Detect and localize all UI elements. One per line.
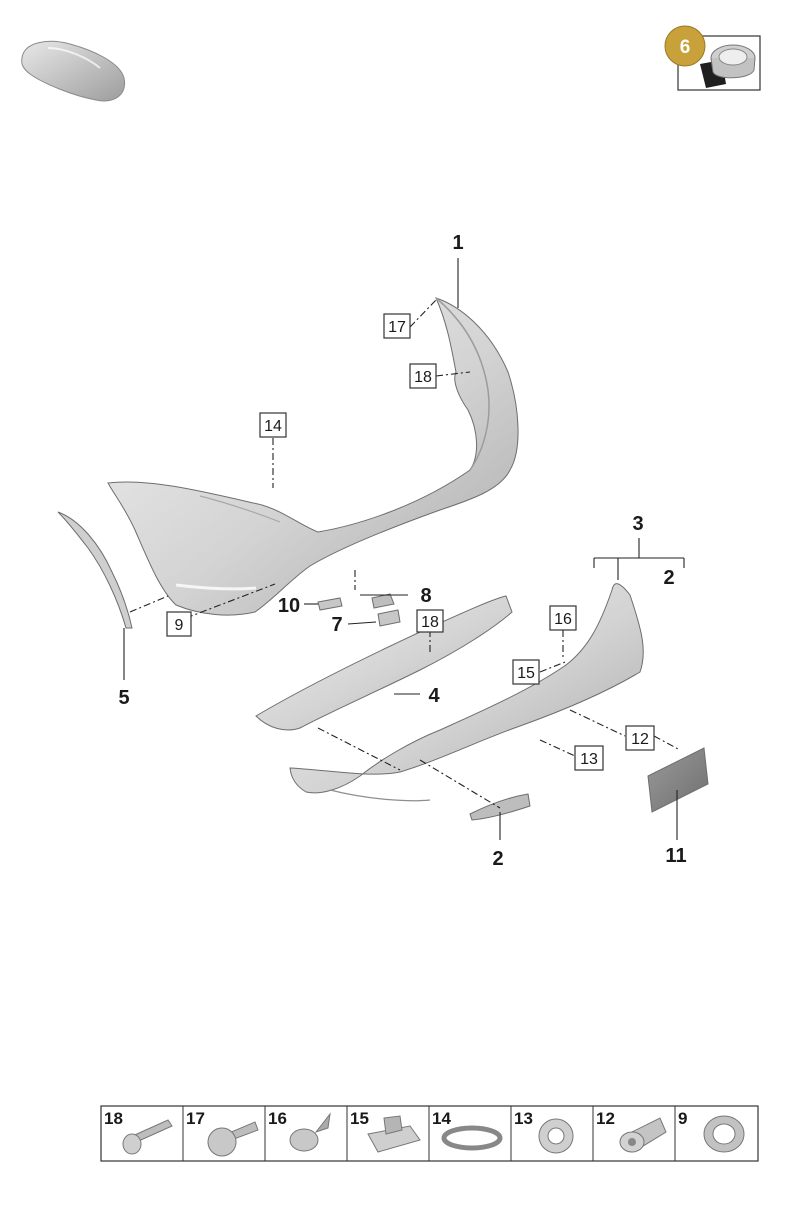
part-reflector[interactable] xyxy=(469,793,531,821)
part-bumper-cover[interactable] xyxy=(107,297,519,616)
retainer-ring-icon xyxy=(441,1125,503,1151)
callout-15-label: 15 xyxy=(517,665,535,682)
legend-number: 9 xyxy=(678,1109,687,1128)
grommet-icon xyxy=(703,1115,745,1153)
callout-18-lower-label: 18 xyxy=(421,614,439,631)
callout-2-lower[interactable]: 2 xyxy=(492,848,503,870)
legend-cell[interactable]: 14 xyxy=(432,1109,503,1151)
legend-number: 16 xyxy=(268,1109,287,1128)
callout-12-label: 12 xyxy=(631,731,649,748)
legend-cell[interactable]: 15 xyxy=(350,1109,421,1153)
callout-12[interactable]: 12 xyxy=(625,725,655,751)
toothed-washer-icon xyxy=(538,1118,574,1154)
callout-13[interactable]: 13 xyxy=(574,745,604,771)
legend-number: 15 xyxy=(350,1109,369,1128)
callout-7[interactable]: 7 xyxy=(331,614,342,636)
bolt-icon xyxy=(122,1119,173,1155)
flanged-bolt-icon xyxy=(207,1121,259,1157)
legend-cell[interactable]: 18 xyxy=(104,1109,173,1155)
legend-cell[interactable]: 12 xyxy=(596,1109,667,1153)
legend-cell[interactable]: 9 xyxy=(678,1109,745,1153)
screw-washer-icon xyxy=(289,1112,331,1152)
callout-4[interactable]: 4 xyxy=(428,685,440,707)
car-thumbnail-icon xyxy=(21,40,126,102)
callout-3[interactable]: 3 xyxy=(632,513,643,535)
rivet-nut-icon xyxy=(619,1117,667,1153)
callout-17[interactable]: 17 xyxy=(383,313,411,339)
clip-nut-icon xyxy=(367,1115,421,1153)
callout-2-upper[interactable]: 2 xyxy=(663,567,674,589)
part-bracket-7[interactable] xyxy=(377,609,401,627)
legend-cell[interactable]: 13 xyxy=(514,1109,574,1154)
group-badge[interactable]: 6 xyxy=(664,25,761,91)
group-badge-number: 6 xyxy=(680,37,691,58)
callout-8[interactable]: 8 xyxy=(420,585,431,607)
legend-cell[interactable]: 17 xyxy=(186,1109,259,1157)
callout-16[interactable]: 16 xyxy=(549,605,577,631)
legend-number: 18 xyxy=(104,1109,123,1128)
tire-icon xyxy=(700,44,756,88)
legend-number: 12 xyxy=(596,1109,615,1128)
legend-number: 14 xyxy=(432,1109,451,1128)
callout-10[interactable]: 10 xyxy=(278,595,300,617)
part-bracket-10[interactable] xyxy=(317,597,343,611)
callout-18-lower[interactable]: 18 xyxy=(416,609,444,633)
legend-number: 13 xyxy=(514,1109,533,1128)
part-undertray[interactable] xyxy=(255,595,513,731)
callout-18-upper[interactable]: 18 xyxy=(409,363,437,389)
legend-cell[interactable]: 16 xyxy=(268,1109,331,1152)
callout-9[interactable]: 9 xyxy=(166,611,192,637)
callout-11[interactable]: 11 xyxy=(665,845,686,867)
callout-9-label: 9 xyxy=(175,617,184,634)
callout-14-label: 14 xyxy=(264,418,282,435)
callout-13-label: 13 xyxy=(580,751,598,768)
callout-5[interactable]: 5 xyxy=(118,687,129,709)
part-license-plate-bracket[interactable] xyxy=(647,747,709,813)
part-side-trim[interactable] xyxy=(57,511,133,629)
callout-1[interactable]: 1 xyxy=(452,232,463,254)
leader-lines xyxy=(123,258,685,840)
callout-14[interactable]: 14 xyxy=(259,412,287,438)
part-diffuser[interactable] xyxy=(289,583,644,802)
legend-number: 17 xyxy=(186,1109,205,1128)
callout-17-label: 17 xyxy=(388,319,406,336)
callout-18-upper-label: 18 xyxy=(414,369,432,386)
callout-15[interactable]: 15 xyxy=(512,659,540,685)
part-bracket-8[interactable] xyxy=(371,593,395,609)
badge-circle xyxy=(664,25,706,67)
callout-16-label: 16 xyxy=(554,611,572,628)
fastener-legend: 18 17 16 15 xyxy=(100,1105,759,1162)
